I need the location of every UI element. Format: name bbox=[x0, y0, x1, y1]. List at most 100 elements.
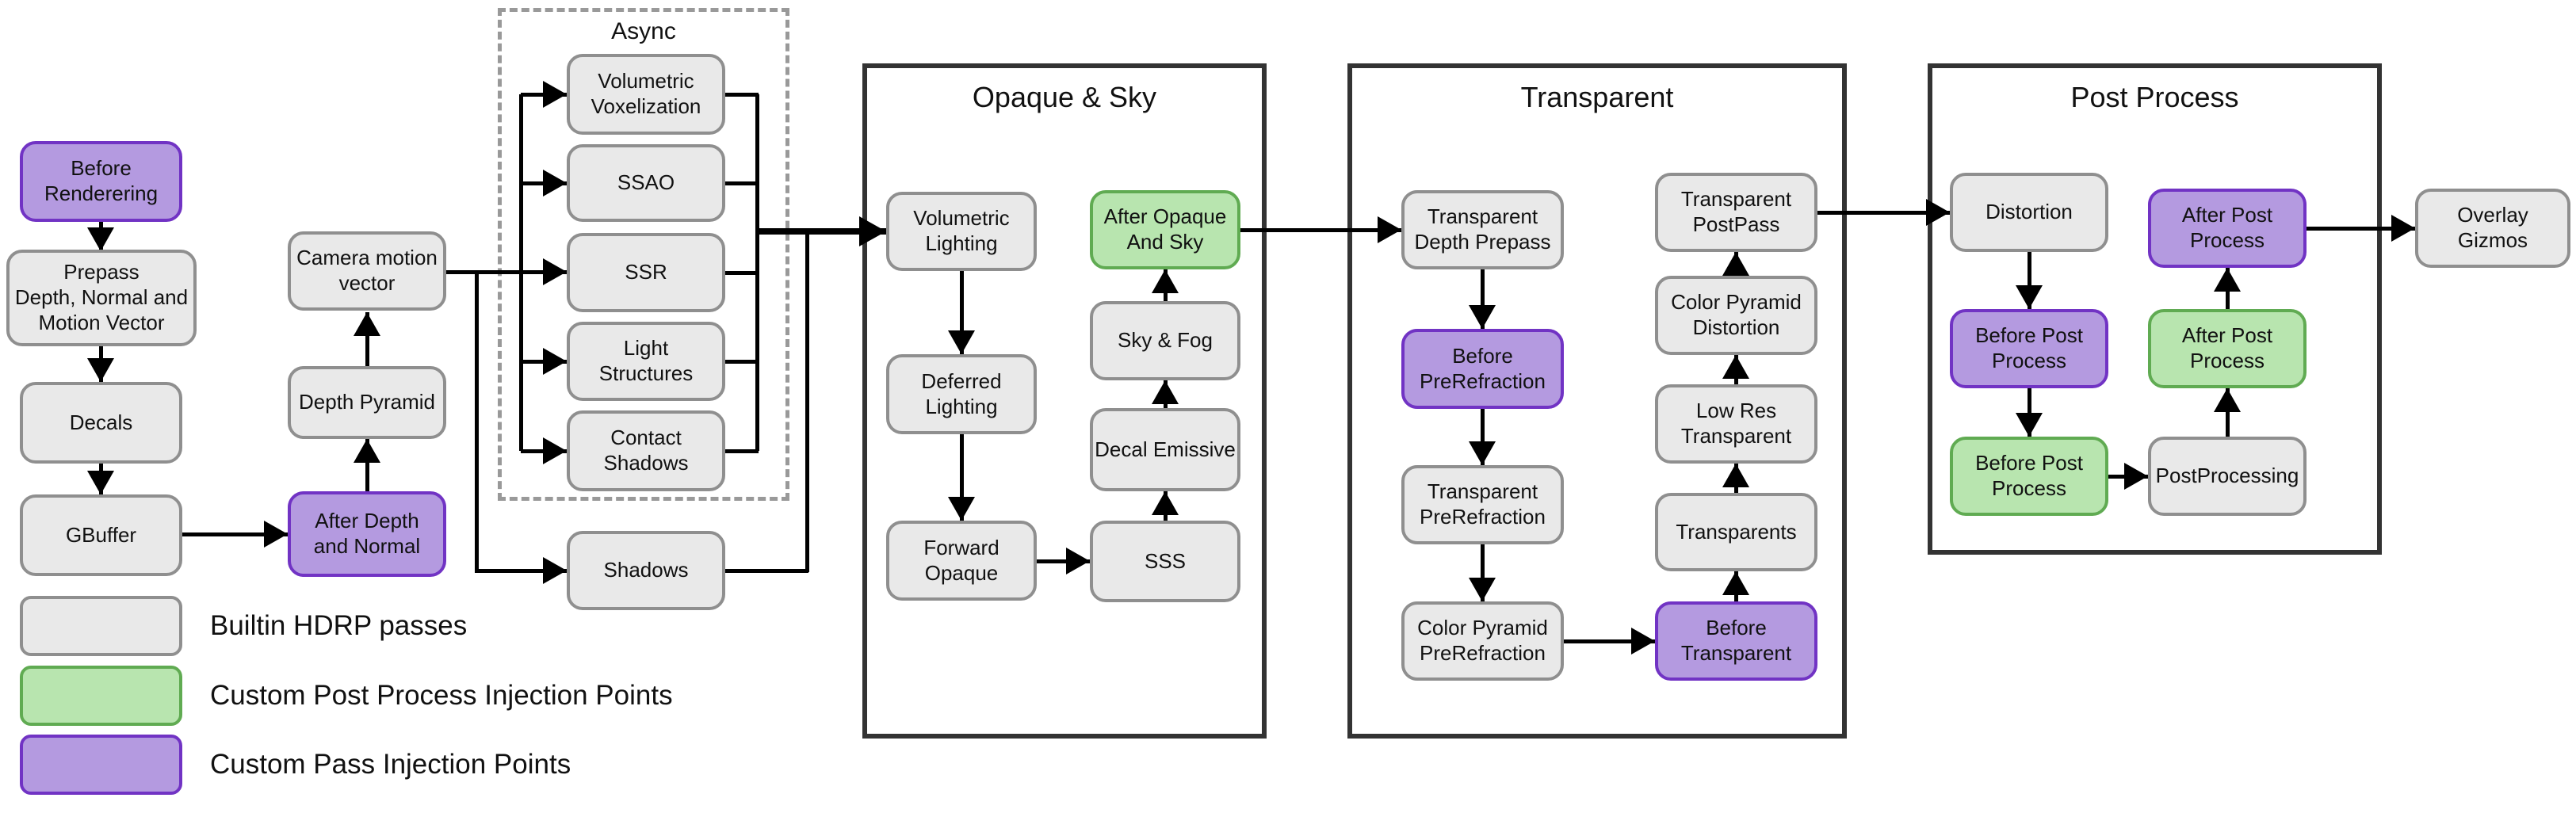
arrowhead bbox=[543, 557, 567, 584]
node-after-post-process-pass: After Post Process bbox=[2148, 189, 2307, 268]
arrowhead bbox=[2016, 285, 2043, 309]
arrowhead bbox=[1926, 199, 1950, 226]
node-distortion: Distortion bbox=[1950, 173, 2108, 252]
edge-after-pp-pass-overlay-gizmos bbox=[2307, 227, 2415, 231]
arrowhead bbox=[354, 439, 380, 463]
stub-contact-shadows-out bbox=[725, 449, 759, 453]
edge-volumetric-deferred bbox=[960, 271, 964, 354]
legend-label-custom-pass: Custom Pass Injection Points bbox=[210, 749, 571, 780]
stub-light-structures-out bbox=[725, 360, 759, 364]
section-title-opaque-sky: Opaque & Sky bbox=[972, 81, 1157, 113]
shadows-riser bbox=[805, 230, 809, 572]
node-prepass: Prepass Depth, Normal and Motion Vector bbox=[6, 250, 197, 346]
arrowhead bbox=[1722, 571, 1749, 595]
arrowhead bbox=[1469, 578, 1496, 601]
stub-ssao-out bbox=[725, 181, 759, 185]
async-output-bus bbox=[755, 94, 759, 451]
node-camera-motion-vector: Camera motion vector bbox=[288, 231, 446, 311]
arrowhead bbox=[1152, 380, 1179, 404]
legend-label-custom-post-process: Custom Post Process Injection Points bbox=[210, 680, 673, 711]
arrowhead bbox=[264, 521, 288, 548]
arrowhead bbox=[2124, 463, 2148, 490]
arrowhead bbox=[543, 348, 567, 375]
node-color-pyramid-distortion: Color Pyramid Distortion bbox=[1655, 276, 1817, 355]
async-group-label: Async bbox=[611, 18, 676, 44]
edge-depth-pyramid-camera-motion bbox=[365, 312, 369, 366]
node-sss: SSS bbox=[1090, 521, 1240, 602]
async-group-box: Async bbox=[498, 8, 789, 501]
node-depth-pyramid: Depth Pyramid bbox=[288, 366, 446, 439]
node-transparent-postpass: Transparent PostPass bbox=[1655, 173, 1817, 252]
frame-transparent: Transparent bbox=[1347, 63, 1847, 739]
legend-swatch-custom-post-process bbox=[20, 666, 182, 726]
node-before-transparent: Before Transparent bbox=[1655, 601, 1817, 681]
node-after-post-process-post: After Post Process bbox=[2148, 309, 2307, 388]
arrowhead bbox=[543, 437, 567, 464]
edge-camera-motion-shadows-drop bbox=[475, 270, 479, 572]
edge-merge-volumetric-lighting bbox=[755, 228, 886, 235]
legend-swatch-custom-pass bbox=[20, 735, 182, 795]
edge-transp-preref-color-pyramid bbox=[1481, 544, 1485, 601]
arrowhead bbox=[948, 330, 975, 354]
arrowhead bbox=[1722, 355, 1749, 379]
stub-shadows-out bbox=[725, 569, 808, 573]
arrowhead bbox=[87, 471, 114, 494]
node-light-structures: Light Structures bbox=[567, 322, 725, 401]
node-contact-shadows: Contact Shadows bbox=[567, 410, 725, 491]
node-transparents: Transparents bbox=[1655, 493, 1817, 571]
arrowhead bbox=[1722, 252, 1749, 276]
async-input-bus bbox=[519, 94, 523, 451]
arrowhead bbox=[354, 312, 380, 336]
arrowhead bbox=[1469, 305, 1496, 329]
arrowhead bbox=[1631, 628, 1655, 655]
arrowhead bbox=[859, 216, 886, 246]
node-before-post-process-pass: Before Post Process bbox=[1950, 309, 2108, 388]
node-overlay-gizmos: Overlay Gizmos bbox=[2415, 189, 2570, 268]
edge-postpass-distortion bbox=[1817, 211, 1950, 215]
node-low-res-transparent: Low Res Transparent bbox=[1655, 384, 1817, 464]
node-forward-opaque: Forward Opaque bbox=[886, 521, 1037, 601]
node-ssao: SSAO bbox=[567, 144, 725, 222]
arrowhead bbox=[2214, 388, 2241, 412]
arrowhead bbox=[1066, 548, 1090, 574]
edge-after-opaque-depth-prepass bbox=[1240, 228, 1401, 232]
node-shadows: Shadows bbox=[567, 531, 725, 610]
node-ssr: SSR bbox=[567, 233, 725, 312]
stub-volumetric-voxelization-out bbox=[725, 93, 759, 97]
node-color-pyramid-prerefraction: Color Pyramid PreRefraction bbox=[1401, 601, 1564, 681]
edge-camera-motion-ssr bbox=[446, 270, 567, 274]
arrowhead bbox=[1152, 491, 1179, 515]
arrowhead bbox=[1152, 269, 1179, 293]
arrowhead bbox=[87, 227, 114, 251]
node-before-post-process-post: Before Post Process bbox=[1950, 437, 2108, 516]
arrowhead bbox=[1722, 464, 1749, 487]
node-before-rendering: Before Renderering bbox=[20, 141, 182, 222]
node-sky-and-fog: Sky & Fog bbox=[1090, 301, 1240, 380]
node-volumetric-voxelization: Volumetric Voxelization bbox=[567, 54, 725, 135]
node-postprocessing: PostProcessing bbox=[2148, 437, 2307, 516]
arrowhead bbox=[1469, 441, 1496, 465]
edge-deferred-forward bbox=[960, 434, 964, 521]
node-decals: Decals bbox=[20, 382, 182, 464]
legend-swatch-builtin bbox=[20, 596, 182, 656]
frame-opaque-sky: Opaque & Sky bbox=[862, 63, 1267, 739]
arrowhead bbox=[543, 258, 567, 285]
edge-forward-sss bbox=[1037, 559, 1090, 563]
arrowhead bbox=[87, 358, 114, 382]
node-volumetric-lighting: Volumetric Lighting bbox=[886, 192, 1037, 271]
node-before-prerefraction: Before PreRefraction bbox=[1401, 329, 1564, 409]
section-title-transparent: Transparent bbox=[1520, 81, 1674, 113]
legend-label-builtin: Builtin HDRP passes bbox=[210, 610, 468, 641]
node-gbuffer: GBuffer bbox=[20, 494, 182, 576]
arrowhead bbox=[1378, 216, 1401, 243]
arrowhead bbox=[2214, 268, 2241, 292]
edge-before-pp-pass-before-pp-post bbox=[2028, 388, 2031, 437]
node-deferred-lighting: Deferred Lighting bbox=[886, 354, 1037, 434]
section-title-post-process: Post Process bbox=[2070, 81, 2239, 113]
arrowhead bbox=[2391, 215, 2415, 242]
node-after-depth-and-normal: After Depth and Normal bbox=[288, 491, 446, 577]
edge-color-pyramid-before-transparent bbox=[1564, 639, 1655, 643]
edge-before-preref-transp-preref bbox=[1481, 409, 1485, 465]
edge-postprocessing-after-pp-post bbox=[2226, 388, 2230, 437]
